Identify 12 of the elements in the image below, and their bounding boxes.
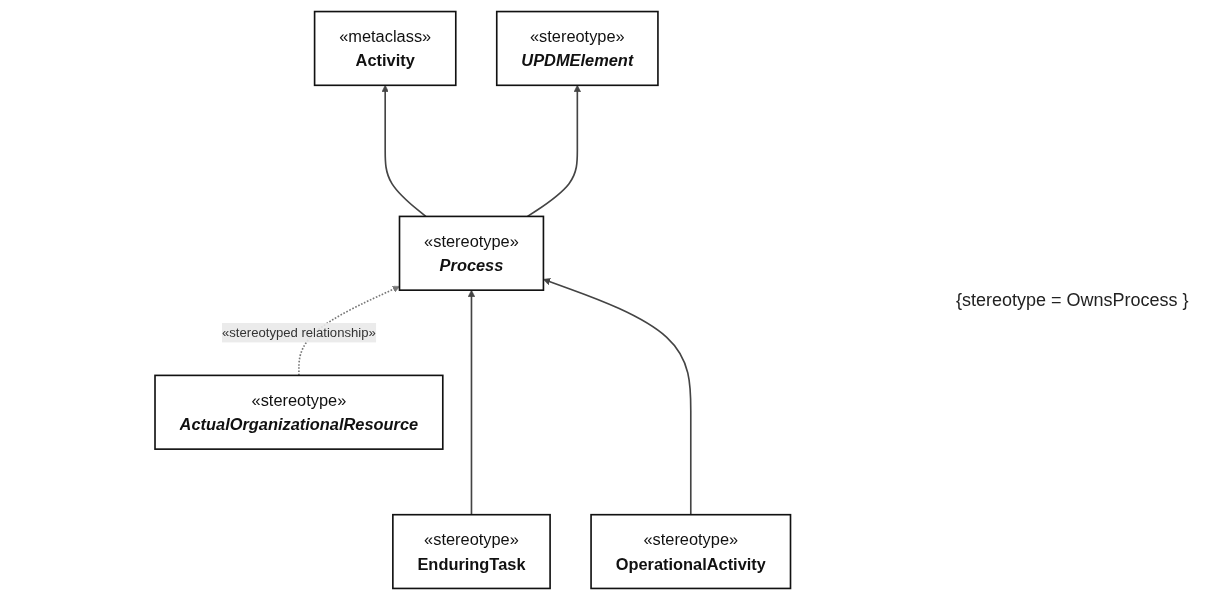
arrow — [526, 85, 582, 218]
arrow — [381, 85, 427, 218]
node-box: «stereotype» EnduringTask — [392, 513, 552, 590]
node-box: «stereotype» ActualOrganizationalResource — [154, 374, 444, 450]
node-box: «stereotype» Process — [398, 215, 545, 291]
node-box: «stereotype» OperationalActivity — [590, 513, 792, 590]
arrow — [543, 278, 692, 516]
edge-label: «stereotyped relationship» — [222, 325, 377, 340]
node-box: «metaclass» Activity — [314, 10, 457, 87]
node-box: «stereotype» UPDMElement — [496, 10, 659, 87]
constraint-note: {stereotype = OwnsProcess } — [956, 289, 1190, 311]
arrow — [468, 289, 476, 516]
